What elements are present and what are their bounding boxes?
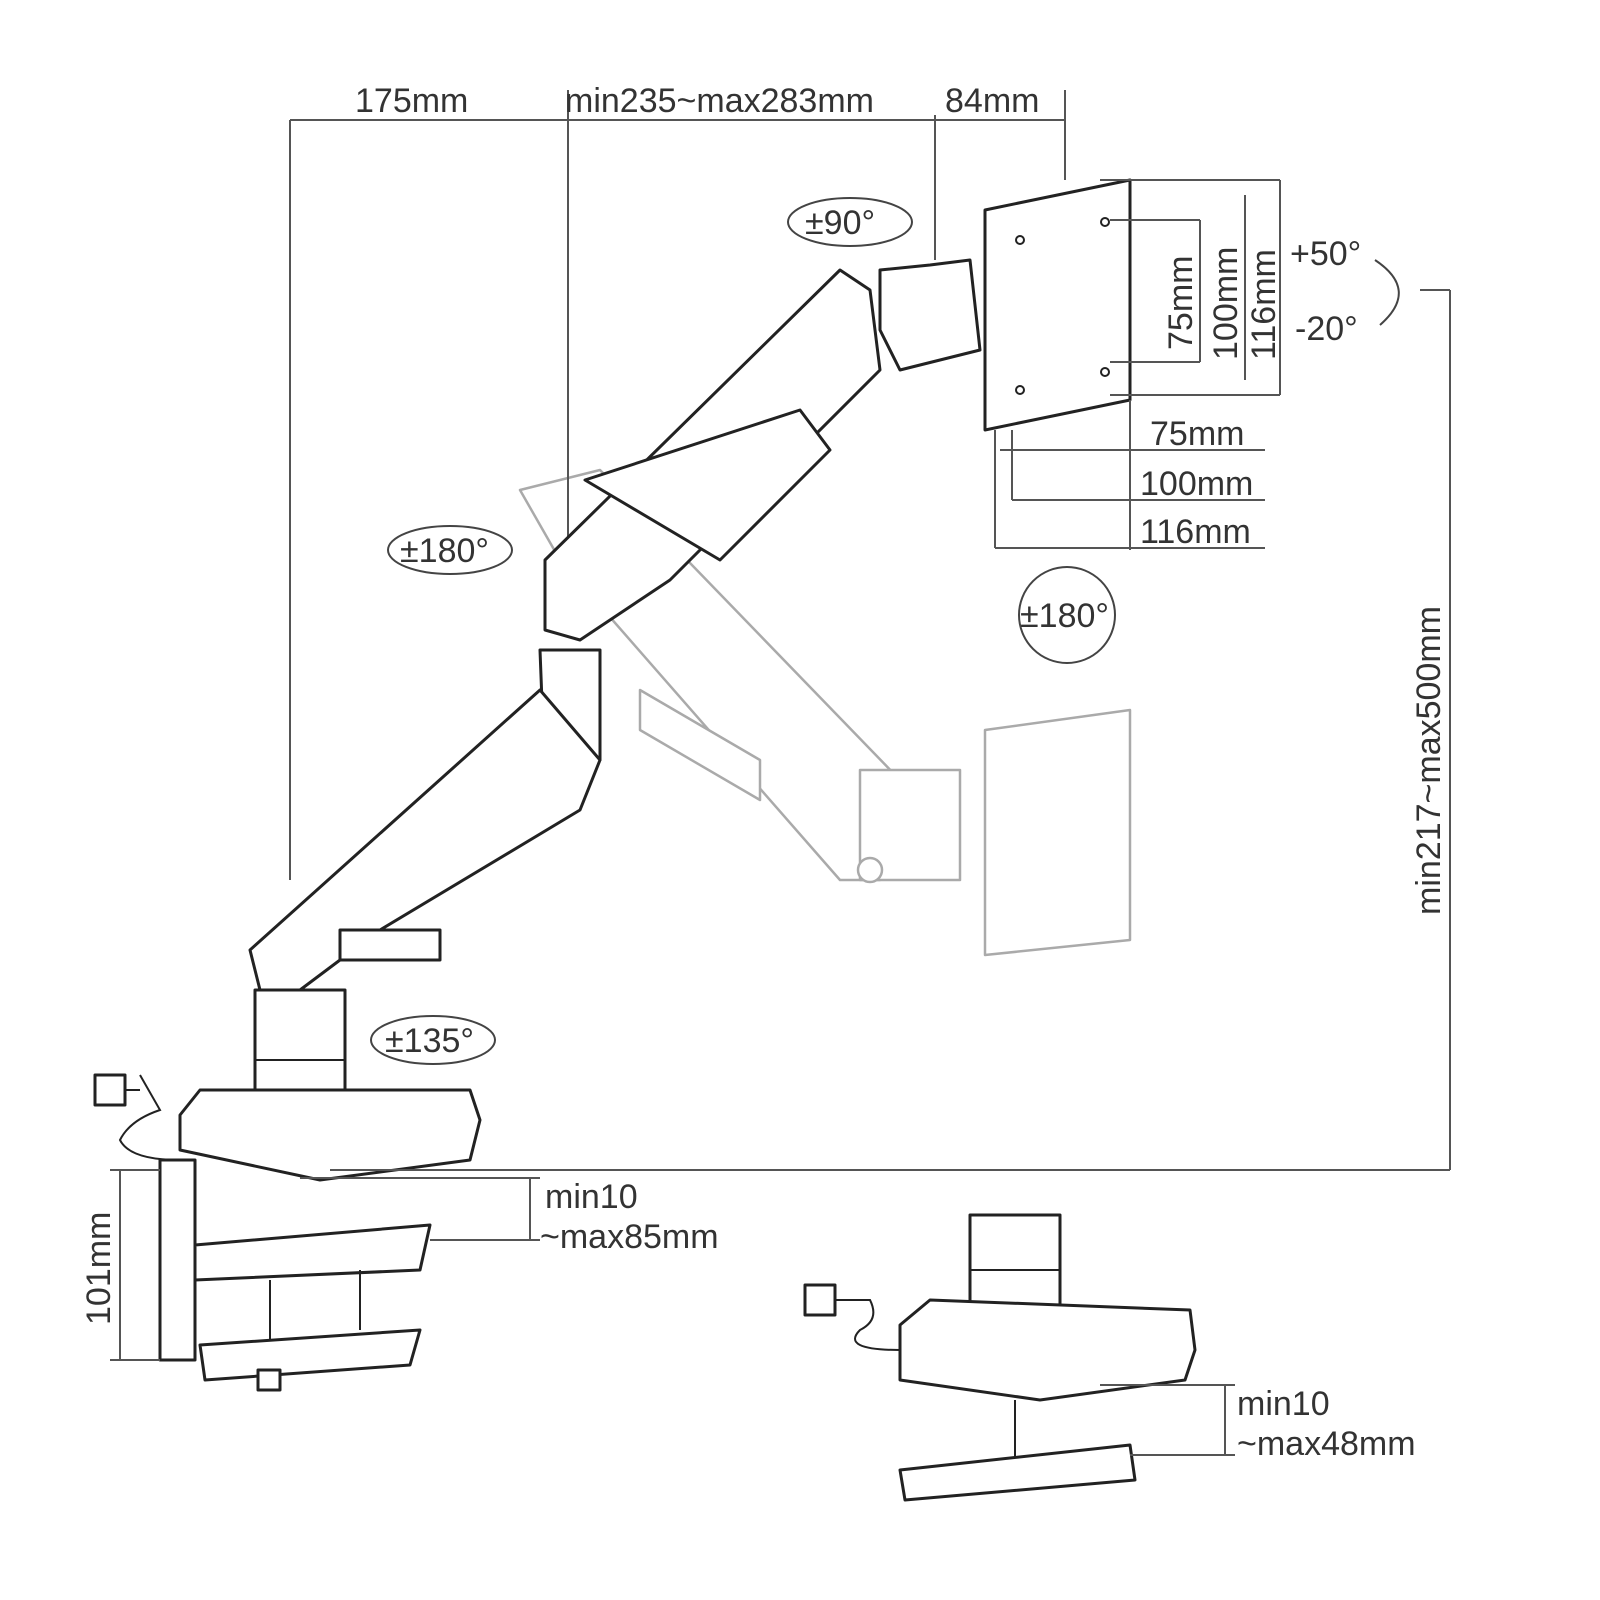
dim-vesa-v-116: 116mm <box>1245 249 1283 360</box>
clamp-range-line2: ~max85mm <box>540 1218 719 1256</box>
dim-vesa-h-75: 75mm <box>1150 415 1244 453</box>
screen-rotation-label: ±180° <box>1020 597 1109 635</box>
dim-arm-reach: min235~max283mm <box>565 82 874 120</box>
grommet-range-line1: min10 <box>1237 1385 1330 1423</box>
dim-84mm: 84mm <box>945 82 1039 120</box>
tilt-arrow-icon <box>1374 259 1400 326</box>
ghost-monitor-plate <box>983 708 1132 957</box>
elbow-swivel-label: ±180° <box>400 532 489 570</box>
desk-base <box>178 1088 482 1182</box>
clamp-dimension-lines <box>110 1169 540 1361</box>
rotation-oval-icon <box>387 525 513 575</box>
grommet-mount <box>803 1213 1197 1502</box>
clamp-body <box>158 1158 197 1362</box>
dim-vesa-h-116: 116mm <box>1140 513 1251 551</box>
dim-vesa-v-75: 75mm <box>1162 256 1200 350</box>
power-plug-icon <box>93 1073 127 1107</box>
top-dimension-lines <box>289 90 1066 880</box>
dim-vesa-v-100: 100mm <box>1207 247 1245 360</box>
dim-101mm: 101mm <box>80 1212 118 1325</box>
clamp-range-line1: min10 <box>545 1178 638 1216</box>
dim-height-range: min217~max500mm <box>1410 606 1448 915</box>
grommet-range-line2: ~max48mm <box>1237 1425 1416 1463</box>
grommet-dimension-lines <box>1100 1384 1235 1456</box>
vesa-plate <box>983 178 1132 432</box>
monitor-arm <box>93 258 982 1392</box>
power-cable <box>835 1299 901 1351</box>
head-swivel-label: ±90° <box>805 204 875 242</box>
height-dimension-lines <box>330 289 1451 1171</box>
base-swivel-label: ±135° <box>385 1022 474 1060</box>
tilt-down-label: -20° <box>1295 310 1358 348</box>
dim-175mm: 175mm <box>355 82 468 120</box>
tilt-up-label: +50° <box>1290 235 1361 273</box>
rotation-circle-icon <box>1018 566 1116 664</box>
post <box>253 988 347 1102</box>
rotation-oval-icon <box>370 1015 496 1065</box>
vesa-dimension-lines <box>994 179 1281 550</box>
clamp-bottom-plate <box>198 1328 422 1382</box>
dim-vesa-h-100: 100mm <box>1140 465 1253 503</box>
tilt-head <box>878 258 982 372</box>
power-plug-icon <box>803 1283 837 1317</box>
rotation-oval-icon <box>787 197 913 247</box>
upper-arm-cover <box>583 408 832 562</box>
clamp-top-plate <box>193 1223 432 1282</box>
